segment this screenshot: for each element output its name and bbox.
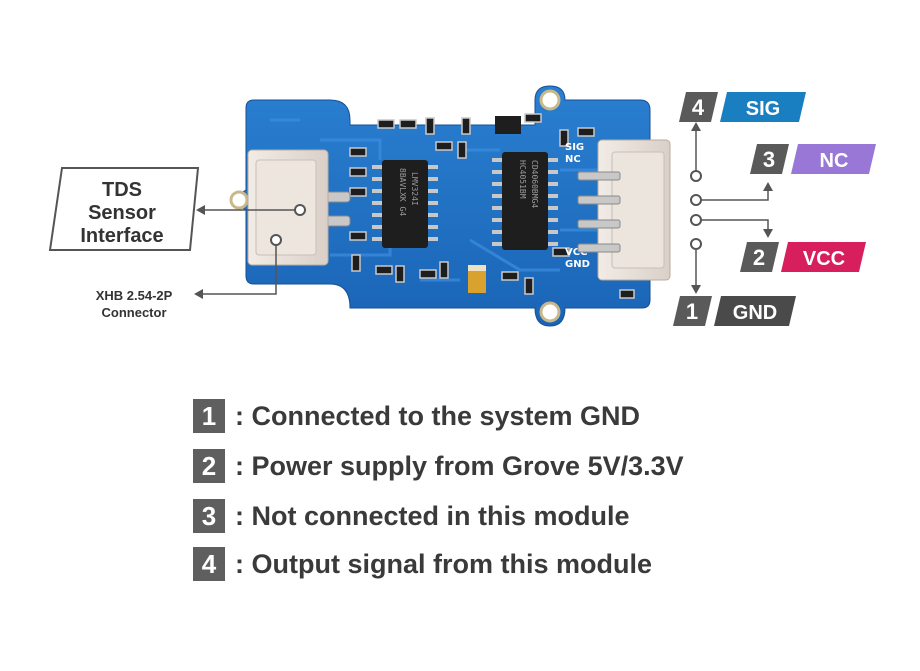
legend-number: 3	[193, 499, 225, 533]
connector-label-line-1: XHB 2.54-2P	[96, 288, 173, 303]
pin-tag-sig: 4 SIG	[679, 92, 806, 122]
pin-tag-vcc: 2 VCC	[740, 242, 866, 272]
pin-tag-gnd-name-box	[714, 296, 796, 326]
pin-tag-vcc-name-box	[781, 242, 866, 272]
pin-tag-sig-name-box	[720, 92, 806, 122]
pin-dot-vcc	[690, 214, 702, 226]
pin-tag-vcc-number: 2	[753, 245, 765, 270]
mount-hole-left	[229, 190, 249, 210]
mux-chip: HC4051BM CD4060BMG4	[492, 152, 558, 250]
pin-tag-gnd-name: GND	[733, 302, 777, 324]
legend-row-4: 4 : Output signal from this module	[193, 547, 652, 581]
chip1-marking-1: 8BAVLXK G4	[398, 168, 407, 216]
pin-dot-sig	[690, 170, 702, 182]
silk-vcc-label: VCC	[565, 247, 587, 258]
grove-tds-board: 8BAVLXK G4 LMV324I HC4051BM CD4060BMG4	[229, 85, 671, 327]
pin-tag-nc-name: NC	[820, 150, 849, 172]
pin-dot-nc	[690, 194, 702, 206]
pin-tag-nc-number: 3	[763, 147, 775, 172]
legend-number: 4	[193, 547, 225, 581]
legend-row-3: 3 : Not connected in this module	[193, 499, 630, 533]
pin-tag-nc: 3 NC	[750, 144, 876, 174]
op-amp-chip: 8BAVLXK G4 LMV324I	[372, 160, 438, 248]
legend-text: : Connected to the system GND	[235, 400, 641, 431]
chip2-marking-2: CD4060BMG4	[530, 160, 539, 208]
tds-label-box	[48, 167, 200, 251]
pin-tag-vcc-name: VCC	[803, 248, 845, 270]
connector-arrowhead	[194, 289, 203, 299]
pin-tag-sig-number-box	[679, 92, 718, 122]
tds-pointer-dot	[294, 204, 306, 216]
nc-leader	[700, 188, 769, 201]
tds-label-line-2: Sensor	[88, 202, 156, 224]
vcc-leader	[700, 219, 769, 232]
legend-text: : Power supply from Grove 5V/3.3V	[235, 450, 684, 481]
silk-sig-label: SIG	[565, 142, 584, 153]
connector-pointer-dot	[270, 234, 282, 246]
pin-tag-sig-name: SIG	[746, 98, 780, 120]
legend-number: 2	[193, 449, 225, 483]
tds-callout: TDS Sensor Interface	[48, 167, 295, 251]
legend-row-1: 1 : Connected to the system GND	[193, 399, 640, 433]
pin-tag-gnd-number: 1	[686, 299, 698, 324]
pin-tag-nc-number-box	[750, 144, 789, 174]
silk-gnd-label: GND	[565, 259, 590, 270]
pin-tag-vcc-number-box	[740, 242, 779, 272]
legend-number: 1	[193, 399, 225, 433]
smd-components	[349, 113, 635, 299]
pin-tag-nc-name-box	[791, 144, 876, 174]
xhb-connector	[247, 149, 351, 266]
connector-arrow-line	[200, 245, 277, 295]
chip1-marking-2: LMV324I	[410, 172, 419, 206]
pin-tag-sig-number: 4	[692, 95, 705, 120]
pin-leaders	[695, 128, 769, 288]
grove-connector	[577, 139, 671, 281]
connector-label-line-2: Connector	[102, 305, 167, 320]
legend-row-2: 2 : Power supply from Grove 5V/3.3V	[193, 449, 684, 483]
tds-arrowhead	[196, 205, 205, 215]
legend-text: : Output signal from this module	[235, 548, 652, 579]
chip2-marking-1: HC4051BM	[518, 160, 527, 199]
pin-tag-gnd-number-box	[673, 296, 712, 326]
pin-leader-arrowheads	[691, 122, 773, 294]
mount-hole-top	[539, 89, 561, 111]
pin-dots	[690, 170, 702, 250]
legend-text: : Not connected in this module	[235, 500, 630, 531]
pin-dot-gnd	[690, 238, 702, 250]
connector-callout: XHB 2.54-2P Connector	[96, 245, 277, 320]
silk-nc-label: NC	[565, 154, 581, 165]
mount-hole-bottom	[539, 301, 561, 323]
tds-label-line-3: Interface	[80, 225, 163, 247]
pin-tag-gnd: 1 GND	[673, 296, 796, 326]
tds-label-line-1: TDS	[102, 179, 142, 201]
